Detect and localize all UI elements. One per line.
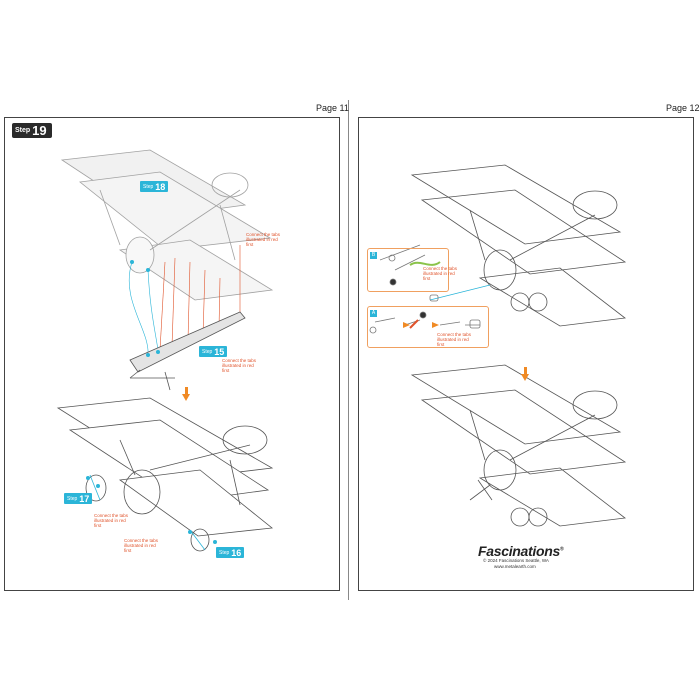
tab-note: Connect the tabs illustrated in red firs… <box>94 513 129 528</box>
biplane-illustration <box>410 364 627 527</box>
arrow-down-icon <box>521 367 529 381</box>
tab-note: Connect the tabs illustrated in red firs… <box>222 358 257 373</box>
arrow-down-icon <box>182 387 190 401</box>
biplane-illustration <box>60 149 274 301</box>
callout-box-b <box>367 248 449 292</box>
callout-tag-a: A <box>370 310 377 317</box>
part-tag-18: Step 18 <box>140 181 169 192</box>
website-text: www.metalearth.com <box>494 564 536 569</box>
tab-note: Connect the tabs illustrated in red firs… <box>124 538 159 553</box>
step-number: 19 <box>32 123 47 138</box>
tab-note: Connect the tabs illustrated in red firs… <box>437 332 472 347</box>
callout-tag-b: B <box>370 252 377 259</box>
part-tag-15: Step 15 <box>199 346 228 357</box>
step-word: Step <box>15 127 31 134</box>
propeller-icon <box>469 479 493 501</box>
biplane-illustration <box>410 164 627 327</box>
brand-logo: Fascinations® <box>478 543 564 559</box>
page-number-left: Page 11 <box>316 103 349 113</box>
step-badge: Step 19 <box>12 123 52 138</box>
tab-note: Connect the tabs illustrated in red firs… <box>423 266 458 281</box>
part-tag-16: Step 16 <box>216 547 245 558</box>
copyright-text: © 2024 Fascinations Seattle, WA <box>483 558 549 563</box>
page-number-right: Page 12 <box>666 103 700 113</box>
callout-box-a <box>367 306 489 348</box>
part-tag-17: Step 17 <box>64 493 93 504</box>
tab-note: Connect the tabs illustrated in red firs… <box>246 232 281 247</box>
spread-divider <box>348 100 349 600</box>
biplane-illustration <box>56 397 274 552</box>
